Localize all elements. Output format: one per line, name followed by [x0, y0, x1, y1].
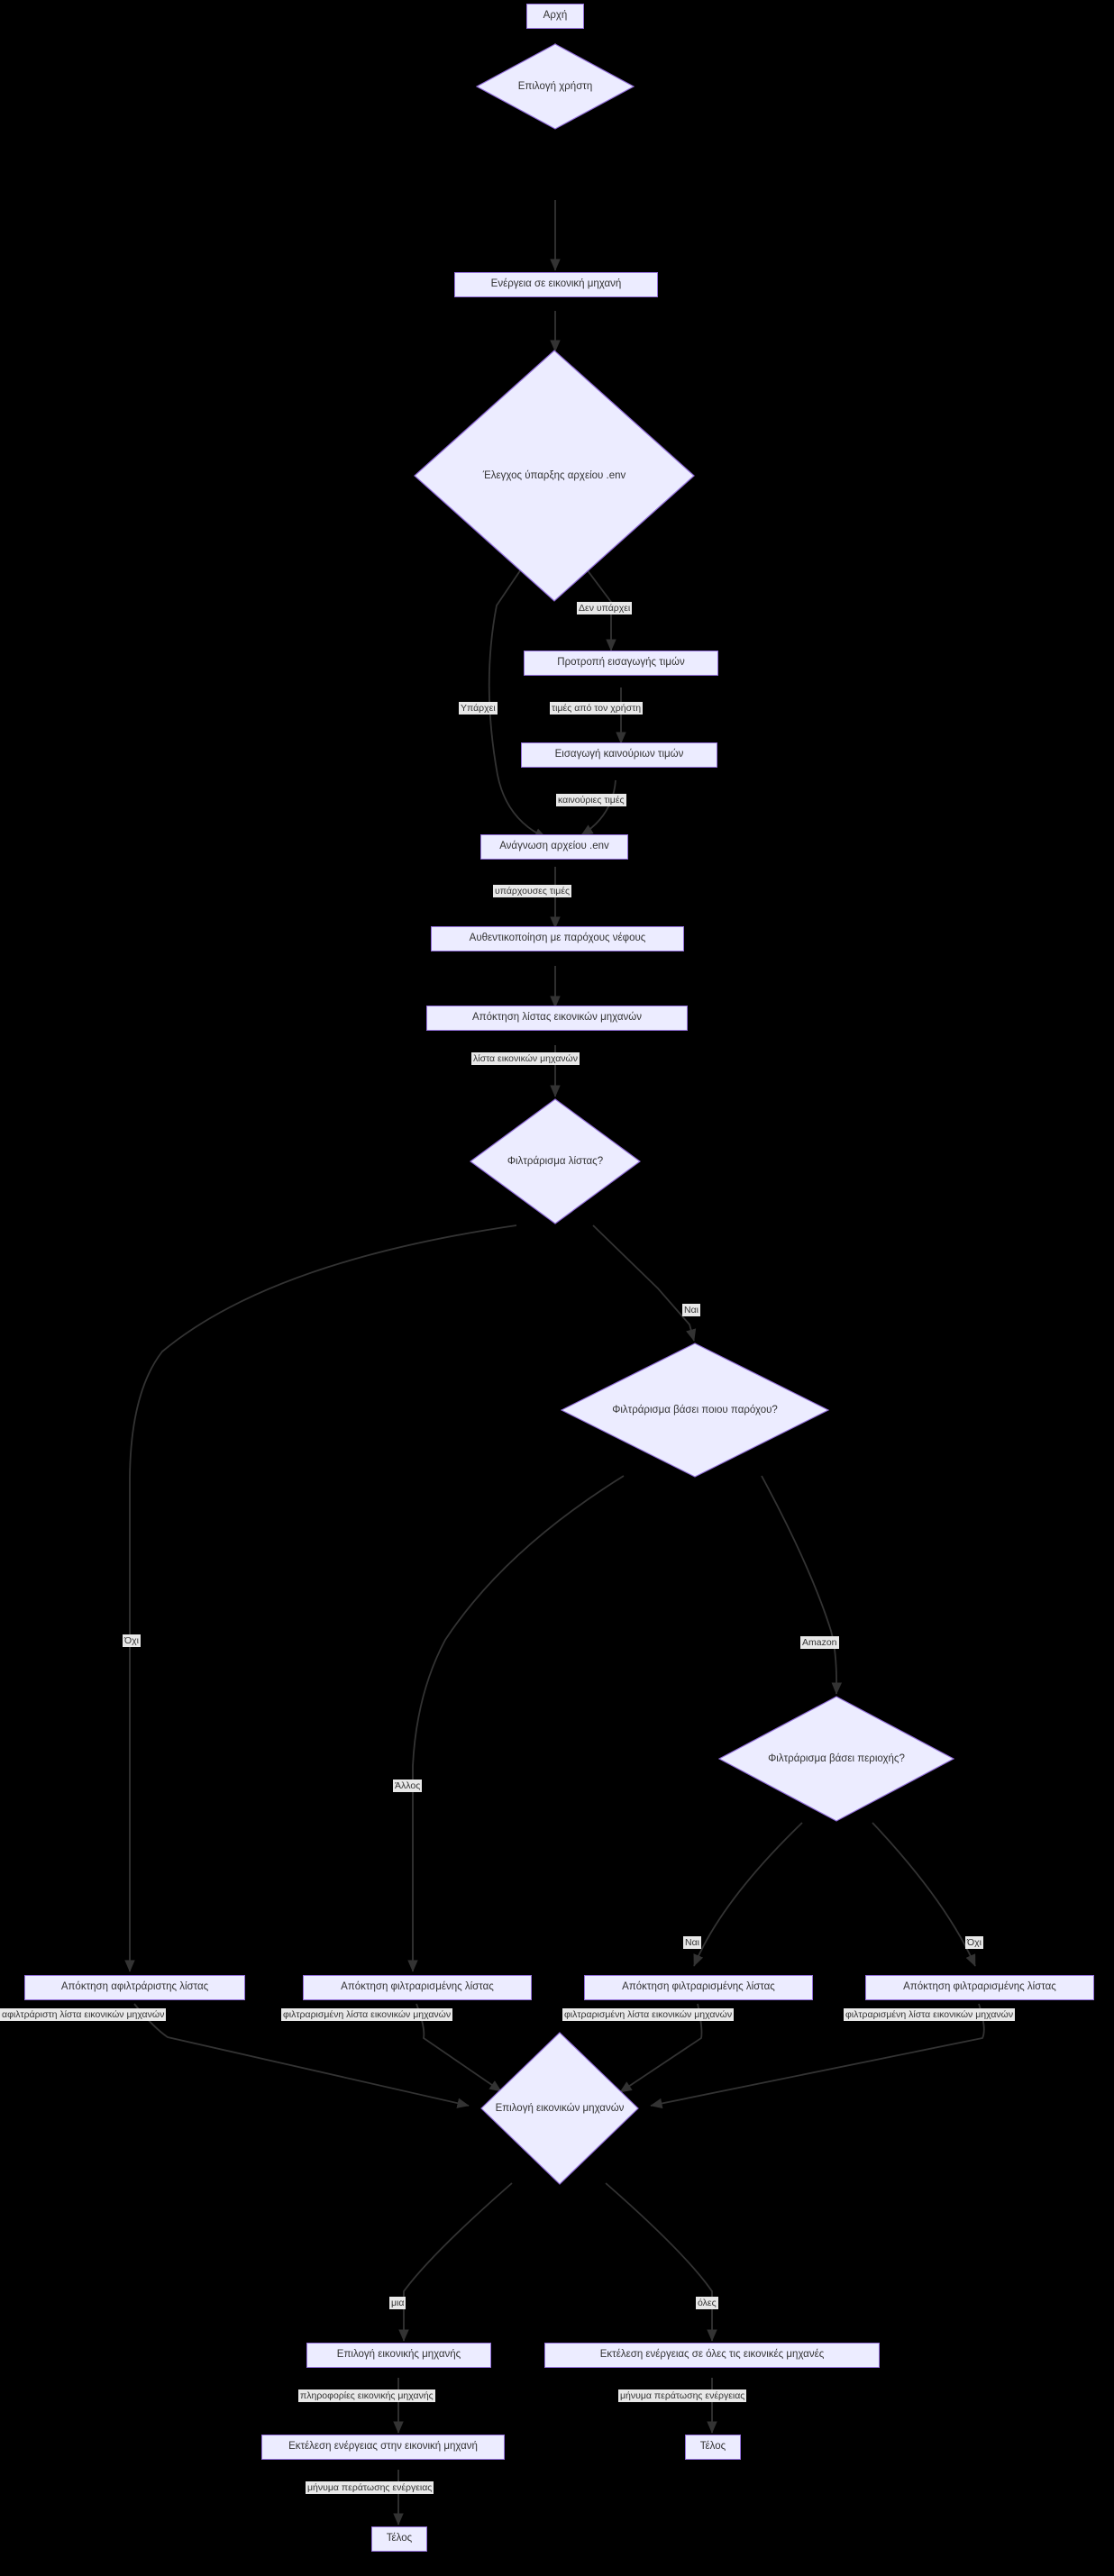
- node-end-left[interactable]: Τέλος: [371, 2526, 427, 2552]
- node-start[interactable]: Αρχή: [526, 4, 584, 29]
- node-prompt-values[interactable]: Προτροπή εισαγωγής τιμών: [524, 651, 718, 676]
- node-read-env[interactable]: Ανάγνωση αρχείου .env: [480, 834, 628, 860]
- edge-label-filtered-list-b: φιλτραρισμένη λίστα εικονικών μηχανών: [562, 2008, 735, 2022]
- node-read-env-label: Ανάγνωση αρχείου .env: [499, 841, 609, 852]
- node-get-vm-list[interactable]: Απόκτηση λίστας εικονικών μηχανών: [426, 1006, 688, 1031]
- edge-label-msg-done-left: μήνυμα περάτωσης ενέργειας: [306, 2481, 434, 2495]
- node-select-one-vm[interactable]: Επιλογή εικονικής μηχανής: [306, 2343, 491, 2368]
- node-get-filtered-list-region-yes-label: Απόκτηση φιλτραρισμένης λίστας: [622, 1981, 775, 1993]
- node-get-unfiltered-list-label: Απόκτηση αφιλτράριστης λίστας: [60, 1981, 209, 1993]
- node-end-right[interactable]: Τέλος: [685, 2435, 741, 2460]
- node-vm-action-label: Ενέργεια σε εικονική μηχανή: [490, 278, 622, 290]
- node-start-label: Αρχή: [543, 10, 568, 22]
- node-insert-values-label: Εισαγωγή καινούριων τιμών: [554, 749, 684, 760]
- node-exec-action-all-vms[interactable]: Εκτέλεση ενέργειας σε όλες τις εικονικές…: [544, 2343, 880, 2368]
- edge-label-nai-region: Ναι: [683, 1936, 701, 1950]
- edge-provider-to-other: [407, 1475, 625, 1972]
- node-get-filtered-list-other[interactable]: Απόκτηση φιλτραρισμένης λίστας: [303, 1975, 532, 2000]
- node-get-filtered-list-region-no-label: Απόκτηση φιλτραρισμένης λίστας: [903, 1981, 1056, 1993]
- edge-region-to-no: [872, 1822, 976, 1967]
- node-end-left-label: Τέλος: [386, 2533, 413, 2544]
- edge-label-msg-done-right: μήνυμα περάτωσης ενέργειας: [618, 2389, 747, 2403]
- node-auth-cloud[interactable]: Αυθεντικοποίηση με παρόχους νέφους: [431, 926, 684, 951]
- edge-label-filtered-list-a: φιλτραρισμένη λίστα εικονικών μηχανών: [281, 2008, 453, 2022]
- edge-label-lista-vm: λίστα εικονικών μηχανών: [471, 1052, 580, 1066]
- node-get-filtered-list-region-no[interactable]: Απόκτηση φιλτραρισμένης λίστας: [865, 1975, 1094, 2000]
- edge-filter-to-provider: [592, 1224, 697, 1342]
- edge-region-to-yes: [693, 1822, 803, 1967]
- node-prompt-values-label: Προτροπή εισαγωγής τιμών: [557, 657, 685, 669]
- node-select-one-vm-label: Επιλογή εικονικής μηχανής: [336, 2349, 461, 2361]
- node-auth-cloud-label: Αυθεντικοποίηση με παρόχους νέφους: [469, 933, 646, 944]
- edge-label-allos: Άλλος: [393, 1780, 423, 1793]
- node-get-vm-list-label: Απόκτηση λίστας εικονικών μηχανών: [472, 1012, 642, 1024]
- node-vm-action[interactable]: Ενέργεια σε εικονική μηχανή: [454, 272, 658, 297]
- edge-label-nai-filter: Ναι: [682, 1304, 700, 1317]
- edge-select-to-one: [398, 2182, 513, 2342]
- edge-label-times-xristi: τιμές από τον χρήστη: [550, 702, 644, 715]
- edge-provider-to-region: [761, 1475, 843, 1695]
- node-exec-action-one-vm[interactable]: Εκτέλεση ενέργειας στην εικονική μηχανή: [261, 2435, 505, 2460]
- edge-label-mia: μια: [389, 2297, 406, 2310]
- node-exec-action-all-vms-label: Εκτέλεση ενέργειας σε όλες τις εικονικές…: [599, 2349, 825, 2361]
- edge-filter-to-unfiltered: [124, 1224, 517, 1972]
- node-get-unfiltered-list[interactable]: Απόκτηση αφιλτράριστης λίστας: [24, 1975, 245, 2000]
- edge-label-amazon: Amazon: [800, 1636, 839, 1650]
- edge-label-oles: όλες: [696, 2297, 718, 2310]
- node-get-filtered-list-region-yes[interactable]: Απόκτηση φιλτραρισμένης λίστας: [584, 1975, 813, 2000]
- node-end-right-label: Τέλος: [699, 2441, 726, 2453]
- edge-label-den-yparxei: Δεν υπάρχει: [577, 602, 633, 615]
- node-exec-action-one-vm-label: Εκτέλεση ενέργειας στην εικονική μηχανή: [288, 2441, 478, 2453]
- edge-label-info-vm: πληροφορίες εικονικής μηχανής: [298, 2389, 435, 2403]
- edge-label-yparxouses-times: υπάρχουσες τιμές: [493, 885, 572, 898]
- edge-label-unfiltered-list: αφιλτράριστη λίστα εικονικών μηχανών: [0, 2008, 167, 2022]
- edge-label-oxi-region: Όχι: [965, 1936, 983, 1950]
- node-get-filtered-list-other-label: Απόκτηση φιλτραρισμένης λίστας: [341, 1981, 494, 1993]
- edge-label-yparxei: Υπάρχει: [459, 702, 498, 715]
- edge-label-kainouries-times: καινούριες τιμές: [556, 794, 626, 807]
- edge-check-env-to-read-env: [488, 569, 547, 839]
- edge-insert-to-read-env: [580, 779, 616, 836]
- edge-select-to-all: [605, 2182, 717, 2342]
- node-insert-values[interactable]: Εισαγωγή καινούριων τιμών: [521, 742, 717, 768]
- edge-label-oxi-filter: Όχι: [123, 1634, 141, 1648]
- edge-label-filtered-list-c: φιλτραρισμένη λίστα εικονικών μηχανών: [844, 2008, 1016, 2022]
